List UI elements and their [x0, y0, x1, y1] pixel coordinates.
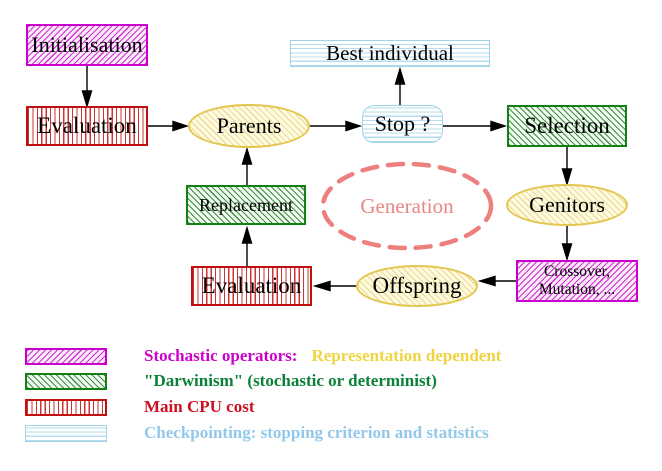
node-generation: Generation [323, 164, 491, 248]
legend-label-stochastic-operators: Stochastic operators:Representation depe… [144, 346, 502, 365]
arrow-genitors-to-crossover [561, 226, 573, 262]
legend-row-main-cpu-cost: Main CPU cost [25, 397, 254, 417]
node-generation-label: Generation [360, 193, 454, 218]
arrow-evaluation-to-parents [148, 120, 190, 132]
node-replacement-label: Replacement [199, 194, 293, 215]
arrow-selection-to-genitors [561, 147, 573, 187]
node-offspring: Offspring [356, 265, 478, 307]
node-evaluation-bottom-label: Evaluation [201, 273, 302, 298]
node-parents-label: Parents [216, 113, 282, 138]
arrow-initialisation-to-evaluation [81, 66, 93, 109]
arrow-offspring-to-evaluation [312, 280, 356, 292]
arrow-evaluation-to-replacement [241, 225, 253, 266]
legend-swatch-checkpointing [25, 424, 107, 442]
legend-label-darwinism: "Darwinism" (stochastic or determinist) [144, 371, 437, 390]
node-selection-label: Selection [524, 113, 610, 138]
node-genitors-label: Genitors [529, 192, 605, 217]
node-best-individual-label: Best individual [326, 41, 454, 65]
node-stop: Stop ? [362, 105, 443, 143]
node-evaluation-top: Evaluation [26, 106, 148, 146]
legend-swatch-main-cpu-cost [25, 398, 107, 416]
node-evaluation-top-label: Evaluation [37, 113, 137, 138]
legend-swatch-stochastic-operators [25, 347, 107, 365]
arrow-crossover-to-offspring [477, 275, 516, 287]
legend-row-checkpointing: Checkpointing: stopping criterion and st… [25, 423, 489, 443]
node-parents: Parents [188, 104, 310, 148]
arrow-replacement-to-parents [241, 146, 253, 185]
arrow-parents-to-stop [310, 120, 363, 132]
arrow-stop-to-selection [443, 120, 508, 132]
legend-row-stochastic-operators: Stochastic operators:Representation depe… [25, 346, 501, 366]
legend-swatch-darwinism [25, 372, 107, 390]
node-replacement: Replacement [186, 185, 306, 225]
node-selection: Selection [507, 105, 627, 147]
legend-label-main-cpu-cost: Main CPU cost [144, 397, 255, 416]
node-initialisation-label: Initialisation [31, 32, 143, 57]
node-evaluation-bottom: Evaluation [191, 266, 312, 306]
node-initialisation: Initialisation [26, 24, 148, 66]
arrow-stop-to-best-individual [394, 66, 406, 105]
legend-label-checkpointing: Checkpointing: stopping criterion and st… [144, 423, 489, 442]
node-offspring-label: Offspring [372, 273, 462, 298]
node-best-individual: Best individual [290, 40, 490, 67]
legend-row-darwinism: "Darwinism" (stochastic or determinist) [25, 371, 437, 391]
node-crossover-mutation-label: Crossover, Mutation, ... [538, 263, 616, 298]
node-stop-label: Stop ? [374, 111, 431, 136]
node-genitors: Genitors [506, 184, 628, 226]
node-crossover-mutation: Crossover, Mutation, ... [516, 260, 638, 302]
